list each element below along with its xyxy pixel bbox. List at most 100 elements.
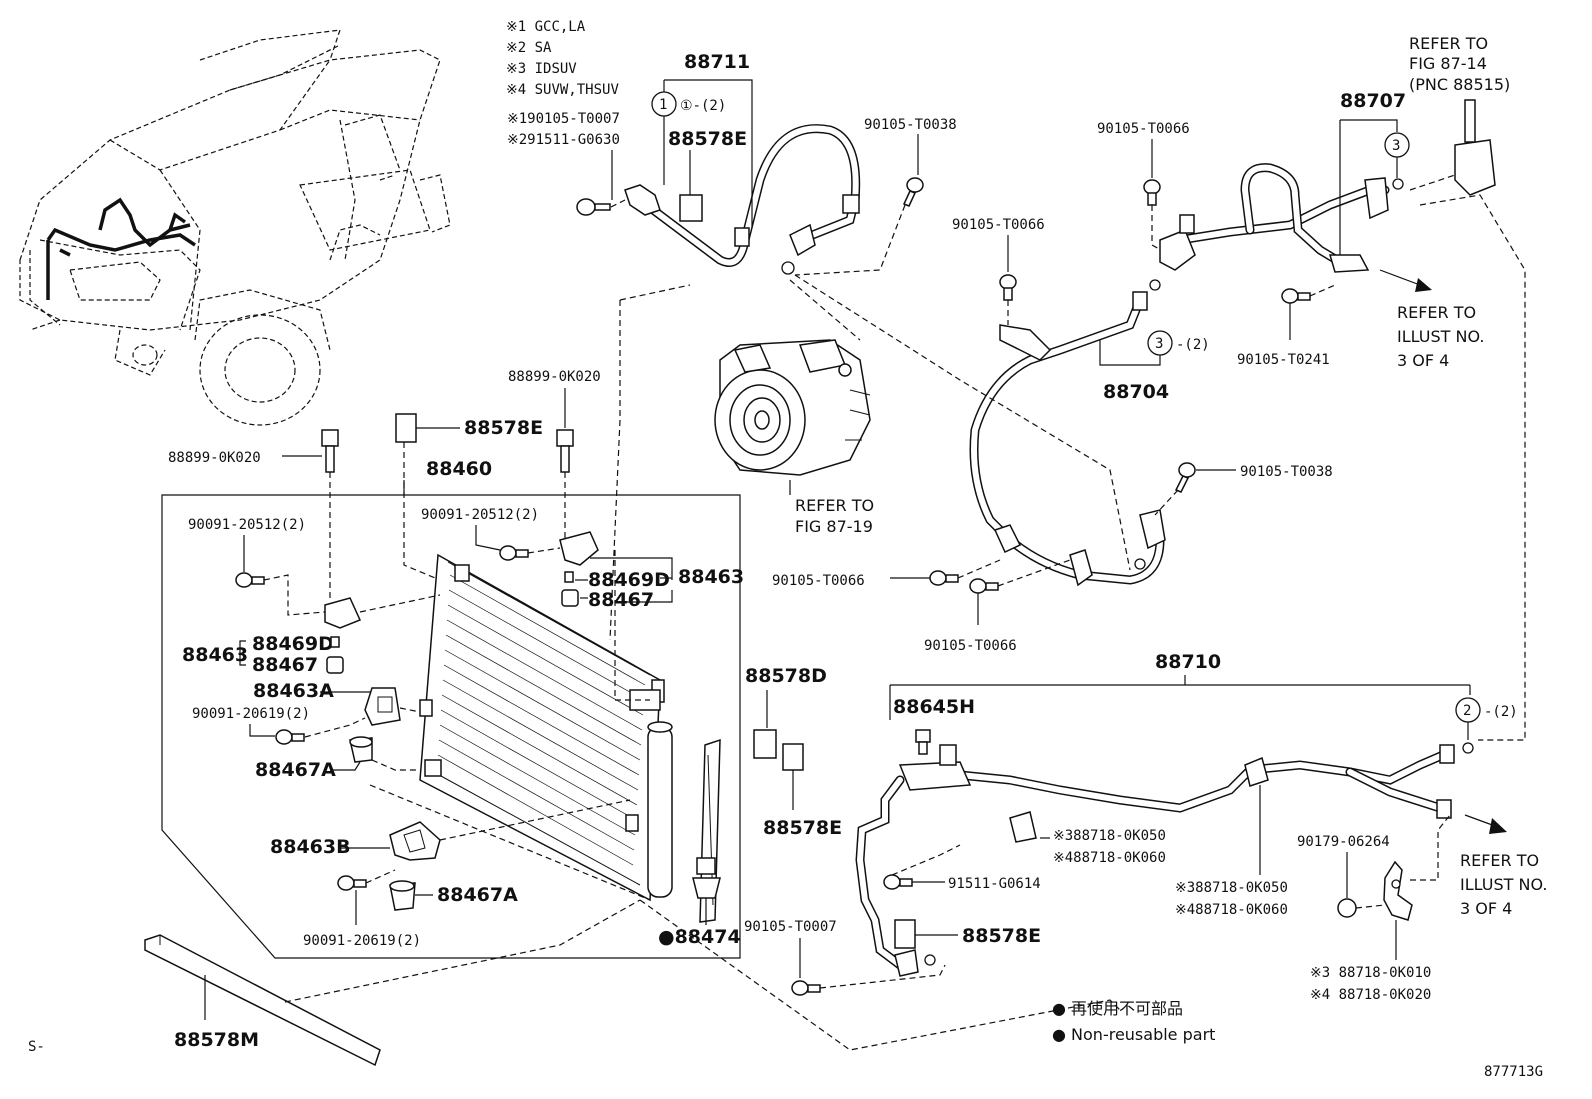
label-88718-0K060-b: ※488718-0K060 [1175,902,1288,918]
label-90179-06264: 90179-06264 [1297,834,1390,850]
clamp-88578E-low[interactable] [782,743,804,771]
compressor-illustration [714,339,871,476]
bolt-90105-T0038-mid[interactable] [1174,462,1196,493]
bolt-90105-T0241[interactable] [1281,288,1311,304]
label-88718-0K050-a: ※388718-0K050 [1053,828,1166,844]
label-88460: 88460 [426,458,492,480]
label-88718-0K060-a: ※488718-0K060 [1053,850,1166,866]
label-88469D-right: 88469D [588,569,670,591]
legend-non-reusable-jp: ● 再使用不可部品 [1052,999,1183,1018]
label-88463A: 88463A [253,680,334,702]
applicability-notes: ※1 GCC,LA ※2 SA ※3 IDSUV ※4 SUVW,THSUV [506,19,619,98]
label-refer-illust-2a: REFER TO [1460,851,1539,870]
label-90105-T0241: 90105-T0241 [1237,352,1330,368]
bolt-90105-T0066-top[interactable] [1143,179,1161,206]
label-88711: 88711 [684,51,750,73]
label-circle-3-qty: -(2) [1176,337,1210,353]
label-90105-T0007-bot: 90105-T0007 [744,919,837,935]
label-circle-2-qty: -(2) [1484,704,1518,720]
seal-88578M[interactable] [144,934,381,1067]
label-88469D-left: 88469D [252,633,334,655]
label-refer-illust-1b: ILLUST NO. [1397,327,1484,346]
note-1: ※1 GCC,LA [506,19,586,35]
label-88707: 88707 [1340,90,1406,112]
label-88467A-a: 88467A [255,759,336,781]
label-88718-0K050-b: ※388718-0K050 [1175,880,1288,896]
circle-callout-1-text: 1 [659,97,667,113]
bracket-upper-right[interactable] [559,531,599,566]
hose-88707[interactable] [1159,163,1404,273]
label-refer-illust-1a: REFER TO [1397,303,1476,322]
label-91511-G0630: ※291511-G0630 [507,132,620,148]
nut-90179-06264[interactable] [1337,898,1357,918]
suction-hose-88704[interactable] [969,291,1166,587]
clamp-88578E-bot[interactable] [894,919,916,949]
bolt-90105-T0066-low-a[interactable] [929,570,959,586]
label-88578E-bot: 88578E [962,925,1041,947]
liquid-tube-88710[interactable] [855,744,1455,977]
bolt-88899-0K020-left[interactable] [321,429,339,473]
clamp-88578E-top[interactable] [679,194,703,222]
label-88899-0K020-right: 88899-0K020 [508,369,601,385]
bracket-88463B[interactable] [389,821,441,861]
label-refer-fig-87-19-b: FIG 87-19 [795,517,873,536]
cushion-88469D-right[interactable] [564,571,574,583]
label-88704: 88704 [1103,381,1169,403]
label-88467-left: 88467 [252,654,318,676]
bolt-90105-T0007-top[interactable] [576,198,611,216]
bolt-90105-T0066-low-b[interactable] [969,578,999,594]
bolt-90105-T0007-bot[interactable] [791,980,821,996]
receiver-tank[interactable] [647,721,673,898]
label-refer-fig-87-19-a: REFER TO [795,496,874,515]
note-2: ※2 SA [506,40,552,56]
label-90091-20619-a: 90091-20619(2) [192,706,310,722]
bolt-90105-T0038-top[interactable] [902,177,924,207]
bolt-90091-20512-right[interactable] [499,545,529,561]
bolt-90091-20512-left[interactable] [235,572,265,588]
bolt-90091-20619-a[interactable] [275,729,305,745]
clamp-88578D[interactable] [753,729,777,759]
bolt-88899-0K020-right[interactable] [556,429,574,473]
cushion-88467A-a[interactable] [349,736,373,763]
cushion-88467-right[interactable] [561,589,579,607]
label-90105-T0038-top: 90105-T0038 [864,117,957,133]
refer-arrow-1 [1379,269,1432,292]
clamp-88578E-mid[interactable] [395,413,417,443]
label-88463-left: 88463 [182,644,248,666]
condenser-core[interactable] [419,553,665,902]
label-90091-20512-left: 90091-20512(2) [188,517,306,533]
label-88578M: 88578M [174,1029,259,1051]
bracket-upper-left[interactable] [324,597,362,629]
bolt-90105-T0066-mid[interactable] [999,274,1017,301]
plug-88474[interactable] [692,857,721,899]
label-88710: 88710 [1155,651,1221,673]
pressure-switch-88645H[interactable] [915,729,931,755]
label-90105-T0066-top: 90105-T0066 [1097,121,1190,137]
label-88578E-top: 88578E [668,128,747,150]
label-circle-1-qty: ①-(2) [680,98,726,114]
note-4: ※4 SUVW,THSUV [506,82,619,98]
refer-arrow-2 [1464,814,1507,834]
label-90105-T0007-top: ※190105-T0007 [507,111,620,127]
label-refer-fig-87-14-b: FIG 87-14 [1409,54,1487,73]
label-refer-illust-2c: 3 OF 4 [1460,899,1512,918]
bracket-88463A[interactable] [364,687,401,726]
bracket-88718-0K010[interactable] [1383,860,1413,921]
label-88467-right: 88467 [588,589,654,611]
label-88474: ●88474 [658,926,741,948]
bolt-90091-20619-b[interactable] [337,875,367,891]
label-90091-20512-right: 90091-20512(2) [421,507,539,523]
label-90105-T0066-low: 90105-T0066 [772,573,865,589]
label-88578E-mid: 88578E [464,417,543,439]
label-88718-0K010: ※3 88718-0K010 [1310,965,1431,981]
bolt-91511-G0614[interactable] [883,874,913,890]
cushion-88467A-b[interactable] [389,880,416,911]
cushion-88467-left[interactable] [326,656,344,674]
label-refer-fig-87-14-a: REFER TO [1409,34,1488,53]
label-88718-0K020: ※4 88718-0K020 [1310,987,1431,1003]
condenser-group-box [161,494,741,959]
discharge-hose-88711[interactable] [624,124,861,275]
circle-callout-3a-text: 3 [1392,138,1400,154]
cushion-88469D-left[interactable] [330,636,340,648]
